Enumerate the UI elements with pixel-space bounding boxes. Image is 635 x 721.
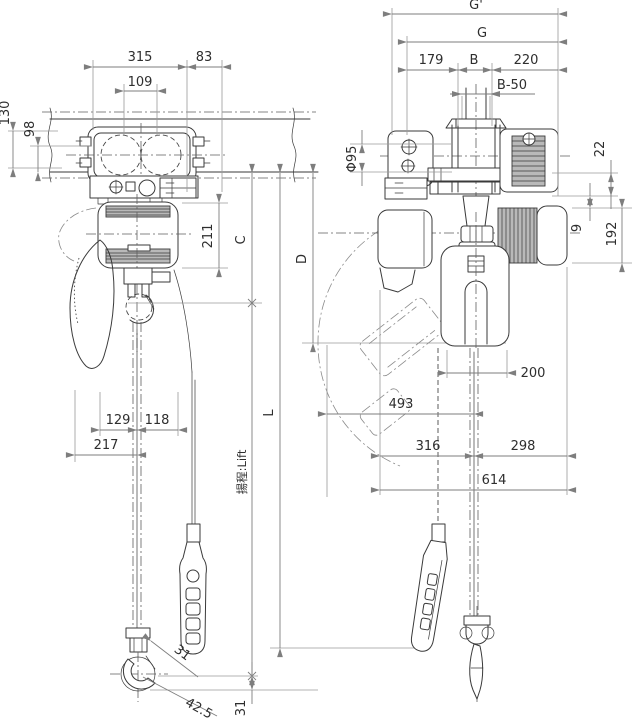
- dim-label-G: G: [477, 26, 487, 41]
- dim-label-211: 211: [201, 224, 216, 249]
- dim-label-614: 614: [482, 473, 507, 488]
- side-view: G' G 179 B 220 B-50 Φ95 22 9: [317, 0, 632, 702]
- dim-label-G-prime: G': [469, 0, 483, 13]
- pendant-front: [173, 269, 207, 655]
- dim-label-200: 200: [521, 366, 546, 381]
- dim-label-D: D: [295, 254, 310, 264]
- dim-label-118: 118: [145, 413, 170, 428]
- dim-label-9: 9: [570, 224, 585, 232]
- dim-label-130: 130: [0, 101, 13, 126]
- front-dimensions: 315 83 109 130 98 211 C 揚程:Lift: [0, 50, 506, 721]
- dim-label-179: 179: [419, 53, 444, 68]
- pendant-swung: [359, 297, 445, 377]
- hook-lowered: [110, 627, 168, 702]
- dim-label-L: L: [262, 409, 277, 417]
- lift-label: 揚程:Lift: [235, 449, 249, 494]
- dim-label-42-5: 42.5: [182, 695, 215, 721]
- hook-side: [459, 606, 495, 702]
- suspension-plate: [89, 175, 199, 205]
- beam-cross-section: [445, 84, 507, 212]
- dim-label-wheel-dia: Φ95: [345, 146, 360, 173]
- dim-label-hook-31: 31: [234, 700, 249, 717]
- dim-label-83: 83: [196, 50, 213, 65]
- dim-label-B: B: [470, 53, 479, 68]
- dim-label-192: 192: [605, 222, 620, 247]
- chain-bucket: [58, 207, 115, 369]
- dim-label-22: 22: [593, 141, 608, 158]
- chain-side: [410, 348, 495, 702]
- side-dimensions: G' G 179 B 220 B-50 Φ95 22 9: [317, 0, 632, 497]
- dim-label-220: 220: [514, 53, 539, 68]
- dim-label-217: 217: [94, 438, 119, 453]
- pendant-swung-2: [359, 388, 411, 436]
- dim-label-109: 109: [128, 75, 153, 90]
- hoist-body: [86, 194, 192, 352]
- front-view: 315 83 109 130 98 211 C 揚程:Lift: [0, 50, 506, 721]
- pendant-side: [410, 539, 448, 652]
- dim-label-C: C: [234, 235, 249, 244]
- hoist-body-side: [317, 195, 580, 467]
- dim-label-98: 98: [23, 121, 38, 138]
- hook-raised: [123, 267, 155, 324]
- dim-label-493: 493: [389, 397, 414, 412]
- load-chain: [132, 322, 142, 629]
- dim-label-129: 129: [106, 413, 131, 428]
- dim-label-B-50: B-50: [497, 78, 527, 93]
- dim-label-315: 315: [128, 50, 153, 65]
- dim-label-316: 316: [416, 439, 441, 454]
- dim-label-298: 298: [511, 439, 536, 454]
